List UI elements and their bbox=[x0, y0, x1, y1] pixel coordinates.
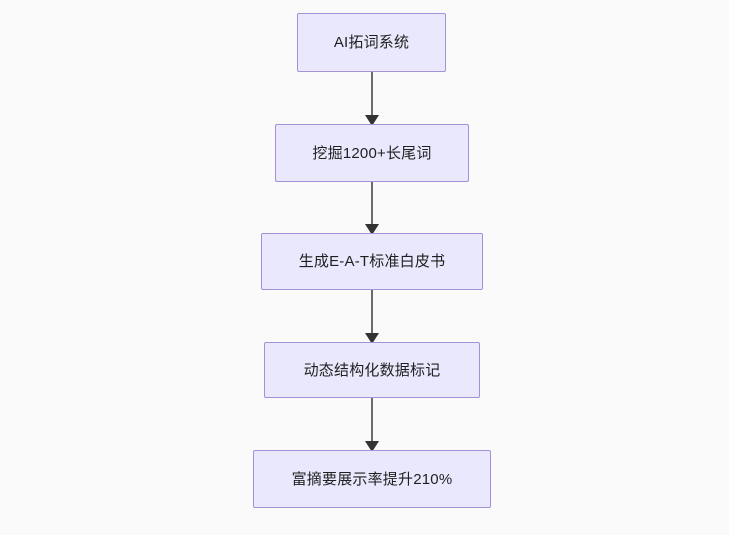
arrowhead-icon bbox=[365, 224, 379, 235]
edge-n3-to-n4 bbox=[360, 288, 384, 346]
arrowhead-icon bbox=[365, 115, 379, 126]
node-label: 挖掘1200+长尾词 bbox=[312, 144, 432, 162]
edge-n4-to-n5 bbox=[360, 396, 384, 454]
node-label: 动态结构化数据标记 bbox=[303, 361, 441, 379]
flowchart-node-rich-snippet-rate-increase[interactable]: 富摘要展示率提升210% bbox=[253, 450, 491, 508]
flowchart-node-generate-eat-whitepaper[interactable]: 生成E-A-T标准白皮书 bbox=[261, 233, 483, 290]
node-label: AI拓词系统 bbox=[333, 34, 410, 51]
arrowhead-icon bbox=[365, 441, 379, 452]
node-label: 富摘要展示率提升210% bbox=[291, 470, 453, 488]
flowchart-node-dynamic-structured-data-markup[interactable]: 动态结构化数据标记 bbox=[264, 342, 480, 398]
flowchart-node-ai-keyword-system[interactable]: AI拓词系统 bbox=[297, 13, 446, 72]
node-label: 生成E-A-T标准白皮书 bbox=[298, 253, 446, 270]
edge-n1-to-n2 bbox=[360, 70, 384, 128]
arrowhead-icon bbox=[365, 333, 379, 344]
edge-n2-to-n3 bbox=[360, 180, 384, 237]
flowchart-node-mine-longtail-keywords[interactable]: 挖掘1200+长尾词 bbox=[275, 124, 469, 182]
